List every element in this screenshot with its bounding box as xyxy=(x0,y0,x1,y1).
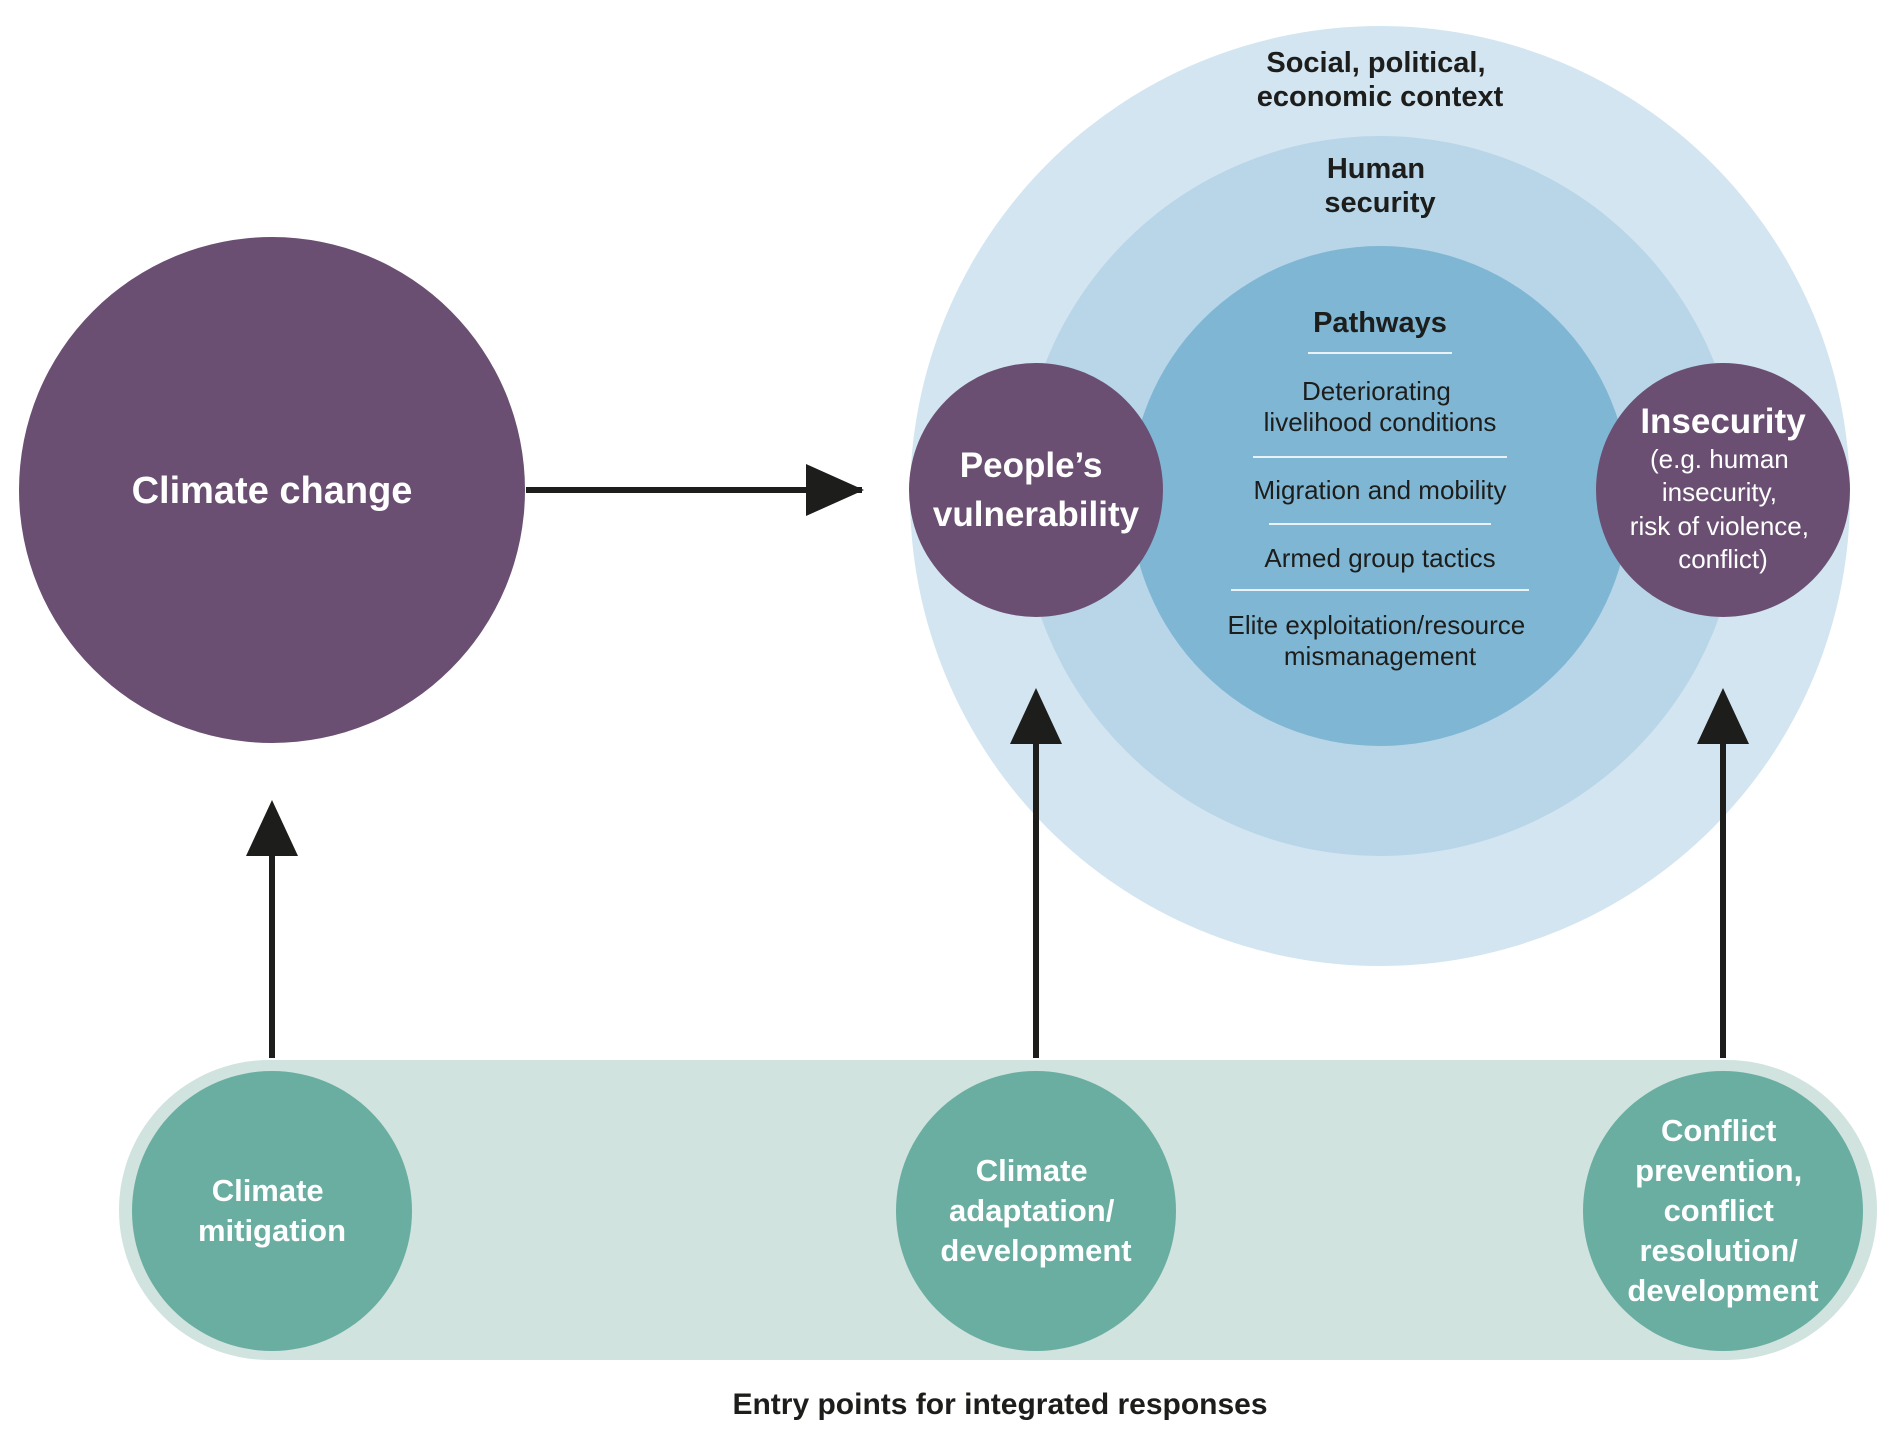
pathway-item-migration: Migration and mobility xyxy=(1254,475,1507,505)
pathway-item-livelihood-line2: livelihood conditions xyxy=(1264,407,1497,437)
vulnerability-node xyxy=(909,363,1163,617)
arrowhead-up xyxy=(1697,688,1749,744)
pathways-core xyxy=(1130,246,1630,746)
pathway-item-elite-exploitation: Elite exploitation/resource mismanagemen… xyxy=(1228,610,1533,671)
pathway-item-livelihood-line1: Deteriorating xyxy=(1302,376,1451,406)
arrowhead-up xyxy=(246,800,298,856)
arrowhead-up xyxy=(1010,688,1062,744)
climate-adaptation-label-line2: adaptation/ xyxy=(949,1193,1115,1228)
conflict-prevention-label-line2: prevention, xyxy=(1635,1153,1802,1188)
climate-change-label: Climate change xyxy=(132,470,413,512)
climate-mitigation-label-line1: Climate xyxy=(212,1173,324,1208)
pathway-item-armed-groups: Armed group tactics xyxy=(1264,543,1495,573)
conflict-prevention-label-line1: Conflict xyxy=(1661,1113,1776,1148)
pathway-item-elite-exploitation-line1: Elite exploitation/resource xyxy=(1228,610,1526,640)
entry-points-caption: Entry points for integrated responses xyxy=(732,1388,1267,1421)
pathways-title: Pathways xyxy=(1313,307,1447,339)
pathway-item-elite-exploitation-line2: mismanagement xyxy=(1284,641,1477,671)
insecurity-node xyxy=(1596,363,1850,617)
insecurity-detail: (e.g. human insecurity, risk of violence… xyxy=(1630,444,1816,574)
climate-mitigation-label-line2: mitigation xyxy=(198,1213,346,1248)
insecurity-detail-line2: insecurity, xyxy=(1662,477,1777,507)
insecurity-detail-line3: risk of violence, xyxy=(1630,511,1809,541)
climate-adaptation-label: Climate adaptation/ development xyxy=(940,1153,1131,1268)
conflict-prevention-node xyxy=(1583,1071,1863,1351)
context-label-line2: economic context xyxy=(1257,81,1504,113)
human-security-label: Human security xyxy=(1324,153,1435,219)
vulnerability-label-line2: vulnerability xyxy=(933,495,1140,534)
conflict-prevention-label-line4: resolution/ xyxy=(1639,1233,1798,1268)
vulnerability-label: People’s vulnerability xyxy=(933,446,1140,534)
conflict-prevention-label-line3: conflict xyxy=(1664,1193,1774,1228)
context-label: Social, political, economic context xyxy=(1257,47,1504,113)
climate-adaptation-label-line3: development xyxy=(940,1233,1131,1268)
human-security-label-line1: Human xyxy=(1327,153,1425,185)
conflict-prevention-label-line5: development xyxy=(1627,1273,1818,1308)
insecurity-title: Insecurity xyxy=(1640,402,1806,441)
climate-adaptation-node xyxy=(896,1071,1176,1351)
insecurity-detail-line1: (e.g. human xyxy=(1650,444,1789,474)
climate-mitigation-node xyxy=(132,1071,412,1351)
human-security-label-line2: security xyxy=(1324,187,1435,219)
conflict-prevention-label: Conflict prevention, conflict resolution… xyxy=(1627,1113,1818,1308)
insecurity-detail-line4: conflict) xyxy=(1678,544,1768,574)
climate-adaptation-label-line1: Climate xyxy=(976,1153,1088,1188)
vulnerability-label-line1: People’s xyxy=(960,446,1103,485)
arrowhead-right xyxy=(806,464,864,516)
climate-change-node xyxy=(19,237,525,743)
climate-mitigation-label: Climate mitigation xyxy=(198,1173,346,1248)
pathway-item-livelihood: Deteriorating livelihood conditions xyxy=(1264,376,1497,437)
context-label-line1: Social, political, xyxy=(1266,47,1485,79)
